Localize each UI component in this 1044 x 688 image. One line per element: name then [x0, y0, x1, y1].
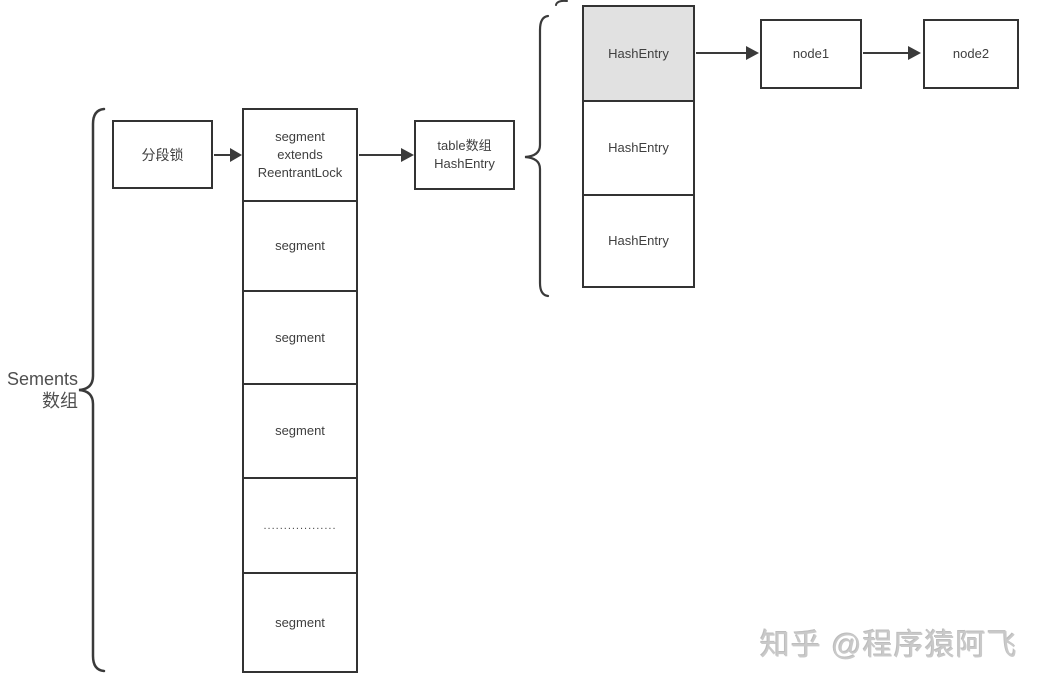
segment-cell-label: segment — [275, 423, 325, 438]
node1-label: node1 — [792, 46, 830, 61]
segment-cell-extends: segment extends ReentrantLock — [244, 110, 356, 202]
hashentry-cell-label: HashEntry — [608, 45, 669, 61]
watermark-text: 知乎 @程序猿阿飞 — [760, 629, 1018, 662]
segments-group-label-line1: Sements — [6, 369, 78, 389]
segment-lock-box: 分段锁 — [112, 120, 213, 189]
segment-cell: segment — [244, 202, 356, 292]
segments-group-brace — [78, 107, 106, 673]
arrow-lock-to-segment — [214, 148, 242, 162]
hashentry-cell: HashEntry — [584, 102, 693, 196]
hashentry-cell-highlighted: HashEntry — [584, 7, 693, 102]
segment-cell-label: segment — [275, 329, 325, 345]
segment-lock-label: 分段锁 — [141, 146, 184, 163]
segment-cell-label: segment — [275, 238, 325, 253]
segment-cell-label: segment — [275, 614, 325, 630]
segments-group-label: Sements 数组 — [2, 368, 78, 412]
arrow-segment-to-table — [359, 148, 414, 162]
table-array-label-line2: HashEntry — [434, 156, 495, 171]
segment-array-column: segment extends ReentrantLock segment se… — [242, 108, 358, 673]
table-array-box: table数组 HashEntry — [414, 120, 515, 190]
segment-cell: segment — [244, 385, 356, 479]
hashentry-cell: HashEntry — [584, 196, 693, 286]
arrow-hashentry-to-node1 — [696, 46, 759, 60]
node1-box: node1 — [760, 19, 862, 89]
segment-cell: segment — [244, 574, 356, 671]
segment-cell-label: .................. — [263, 519, 337, 532]
segment-cell-label: ReentrantLock — [257, 165, 343, 180]
hashentry-array-column: HashEntry HashEntry HashEntry — [582, 5, 695, 288]
segment-cell: segment — [244, 292, 356, 385]
hashentry-cell-label: HashEntry — [608, 233, 669, 248]
clipped-top-curve — [555, 0, 568, 6]
arrow-node1-to-node2 — [863, 46, 921, 60]
hashentry-cell-label: HashEntry — [608, 140, 669, 155]
segment-cell-label: extends — [277, 147, 323, 162]
segment-cell-ellipsis: .................. — [244, 479, 356, 574]
segments-group-label-line2: 数组 — [42, 391, 78, 411]
node2-label: node2 — [952, 46, 990, 61]
hash-column-brace — [524, 14, 550, 298]
node2-box: node2 — [923, 19, 1019, 89]
table-array-label-line1: table数组 — [437, 138, 492, 153]
segment-cell-label: segment — [275, 129, 325, 144]
